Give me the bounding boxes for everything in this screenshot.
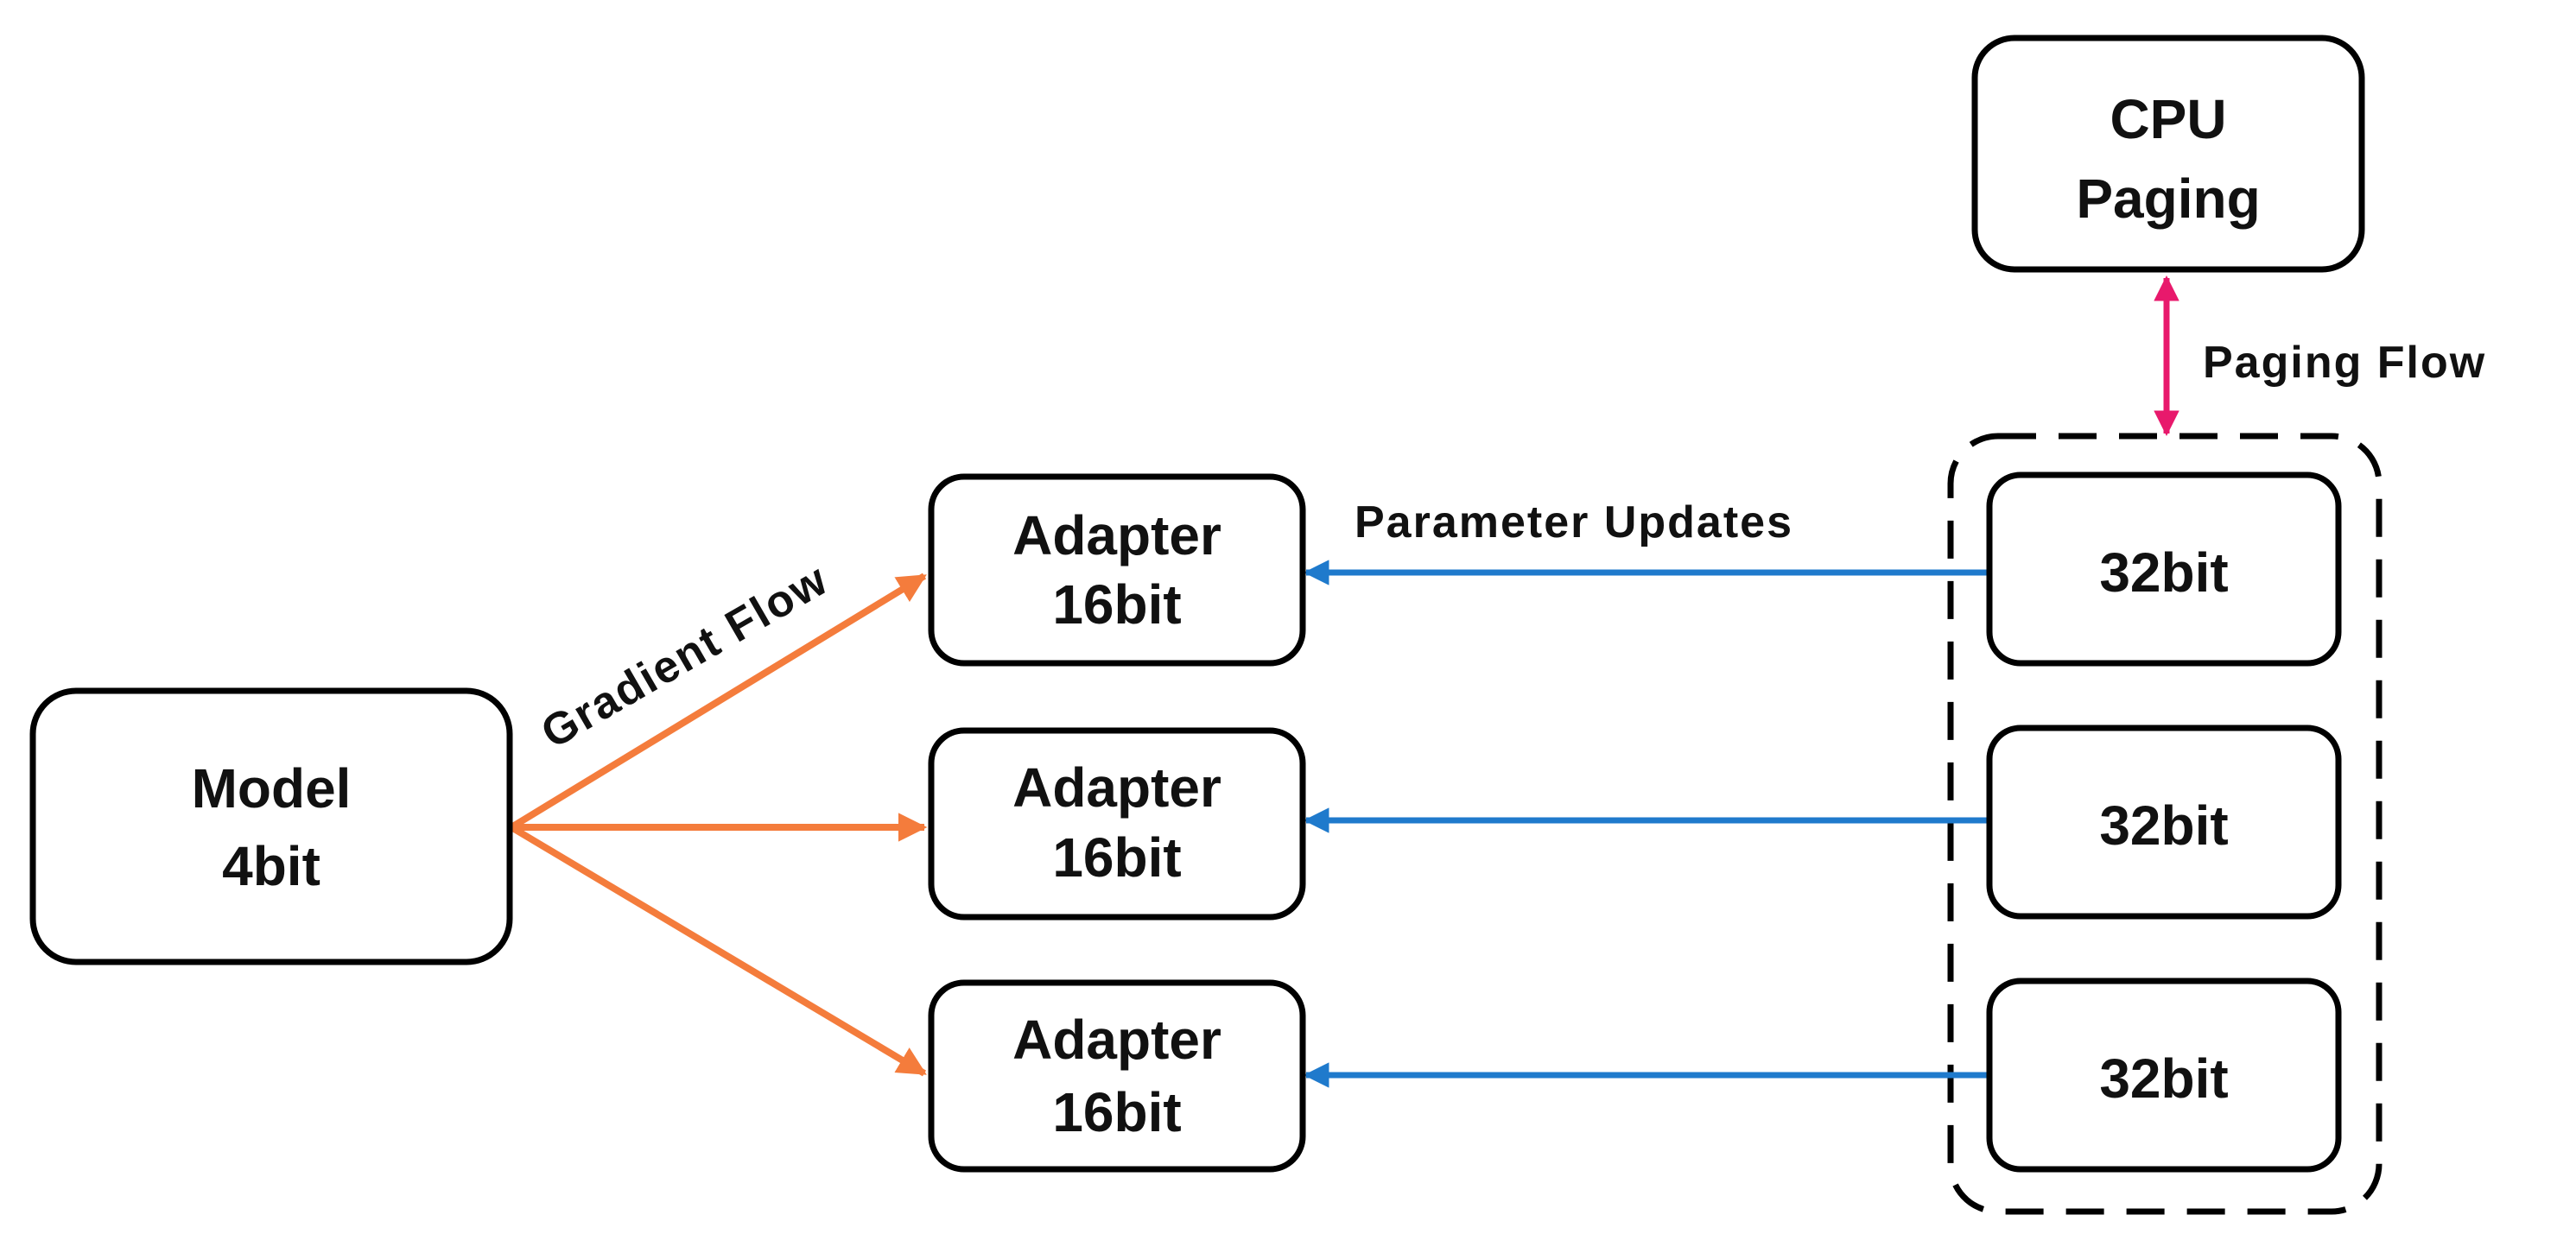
- adapter-node-3: Adapter 16bit: [928, 979, 1306, 1173]
- gradient-arrows: [509, 573, 928, 1077]
- adapter-node-2: Adapter 16bit: [928, 727, 1306, 921]
- model-precision: 4bit: [222, 835, 320, 897]
- optimizer-state-node-3: 32bit: [1986, 978, 2342, 1173]
- cpu-label: CPU: [2110, 88, 2226, 150]
- adapter-2-precision: 16bit: [1052, 826, 1181, 889]
- adapter-node-1: Adapter 16bit: [928, 473, 1306, 667]
- adapter-2-name: Adapter: [1012, 756, 1221, 819]
- optimizer-state-3-label: 32bit: [2099, 1047, 2228, 1110]
- gradient-arrow-3: [509, 824, 927, 1077]
- model-name: Model: [192, 757, 352, 820]
- optimizer-state-1-label: 32bit: [2099, 541, 2228, 604]
- parameter-updates-label: Parameter Updates: [1355, 497, 1793, 547]
- paging-flow-label: Paging Flow: [2203, 338, 2486, 388]
- gradient-arrow-1: [509, 573, 927, 831]
- update-arrows: [1304, 560, 1987, 1088]
- optimizer-state-node-1: 32bit: [1986, 471, 2342, 667]
- adapter-1-name: Adapter: [1012, 504, 1221, 566]
- paging-label: Paging: [2076, 168, 2260, 230]
- optimizer-state-2-label: 32bit: [2099, 794, 2228, 857]
- model-node: Model 4bit: [29, 687, 513, 965]
- adapter-3-name: Adapter: [1012, 1009, 1221, 1071]
- optimizer-states-group: [1947, 433, 2382, 1215]
- adapter-1-precision: 16bit: [1052, 573, 1181, 636]
- adapter-3-precision: 16bit: [1052, 1081, 1181, 1143]
- optimizer-state-node-2: 32bit: [1986, 725, 2342, 920]
- cpu-paging-node: CPU Paging: [1971, 35, 2365, 273]
